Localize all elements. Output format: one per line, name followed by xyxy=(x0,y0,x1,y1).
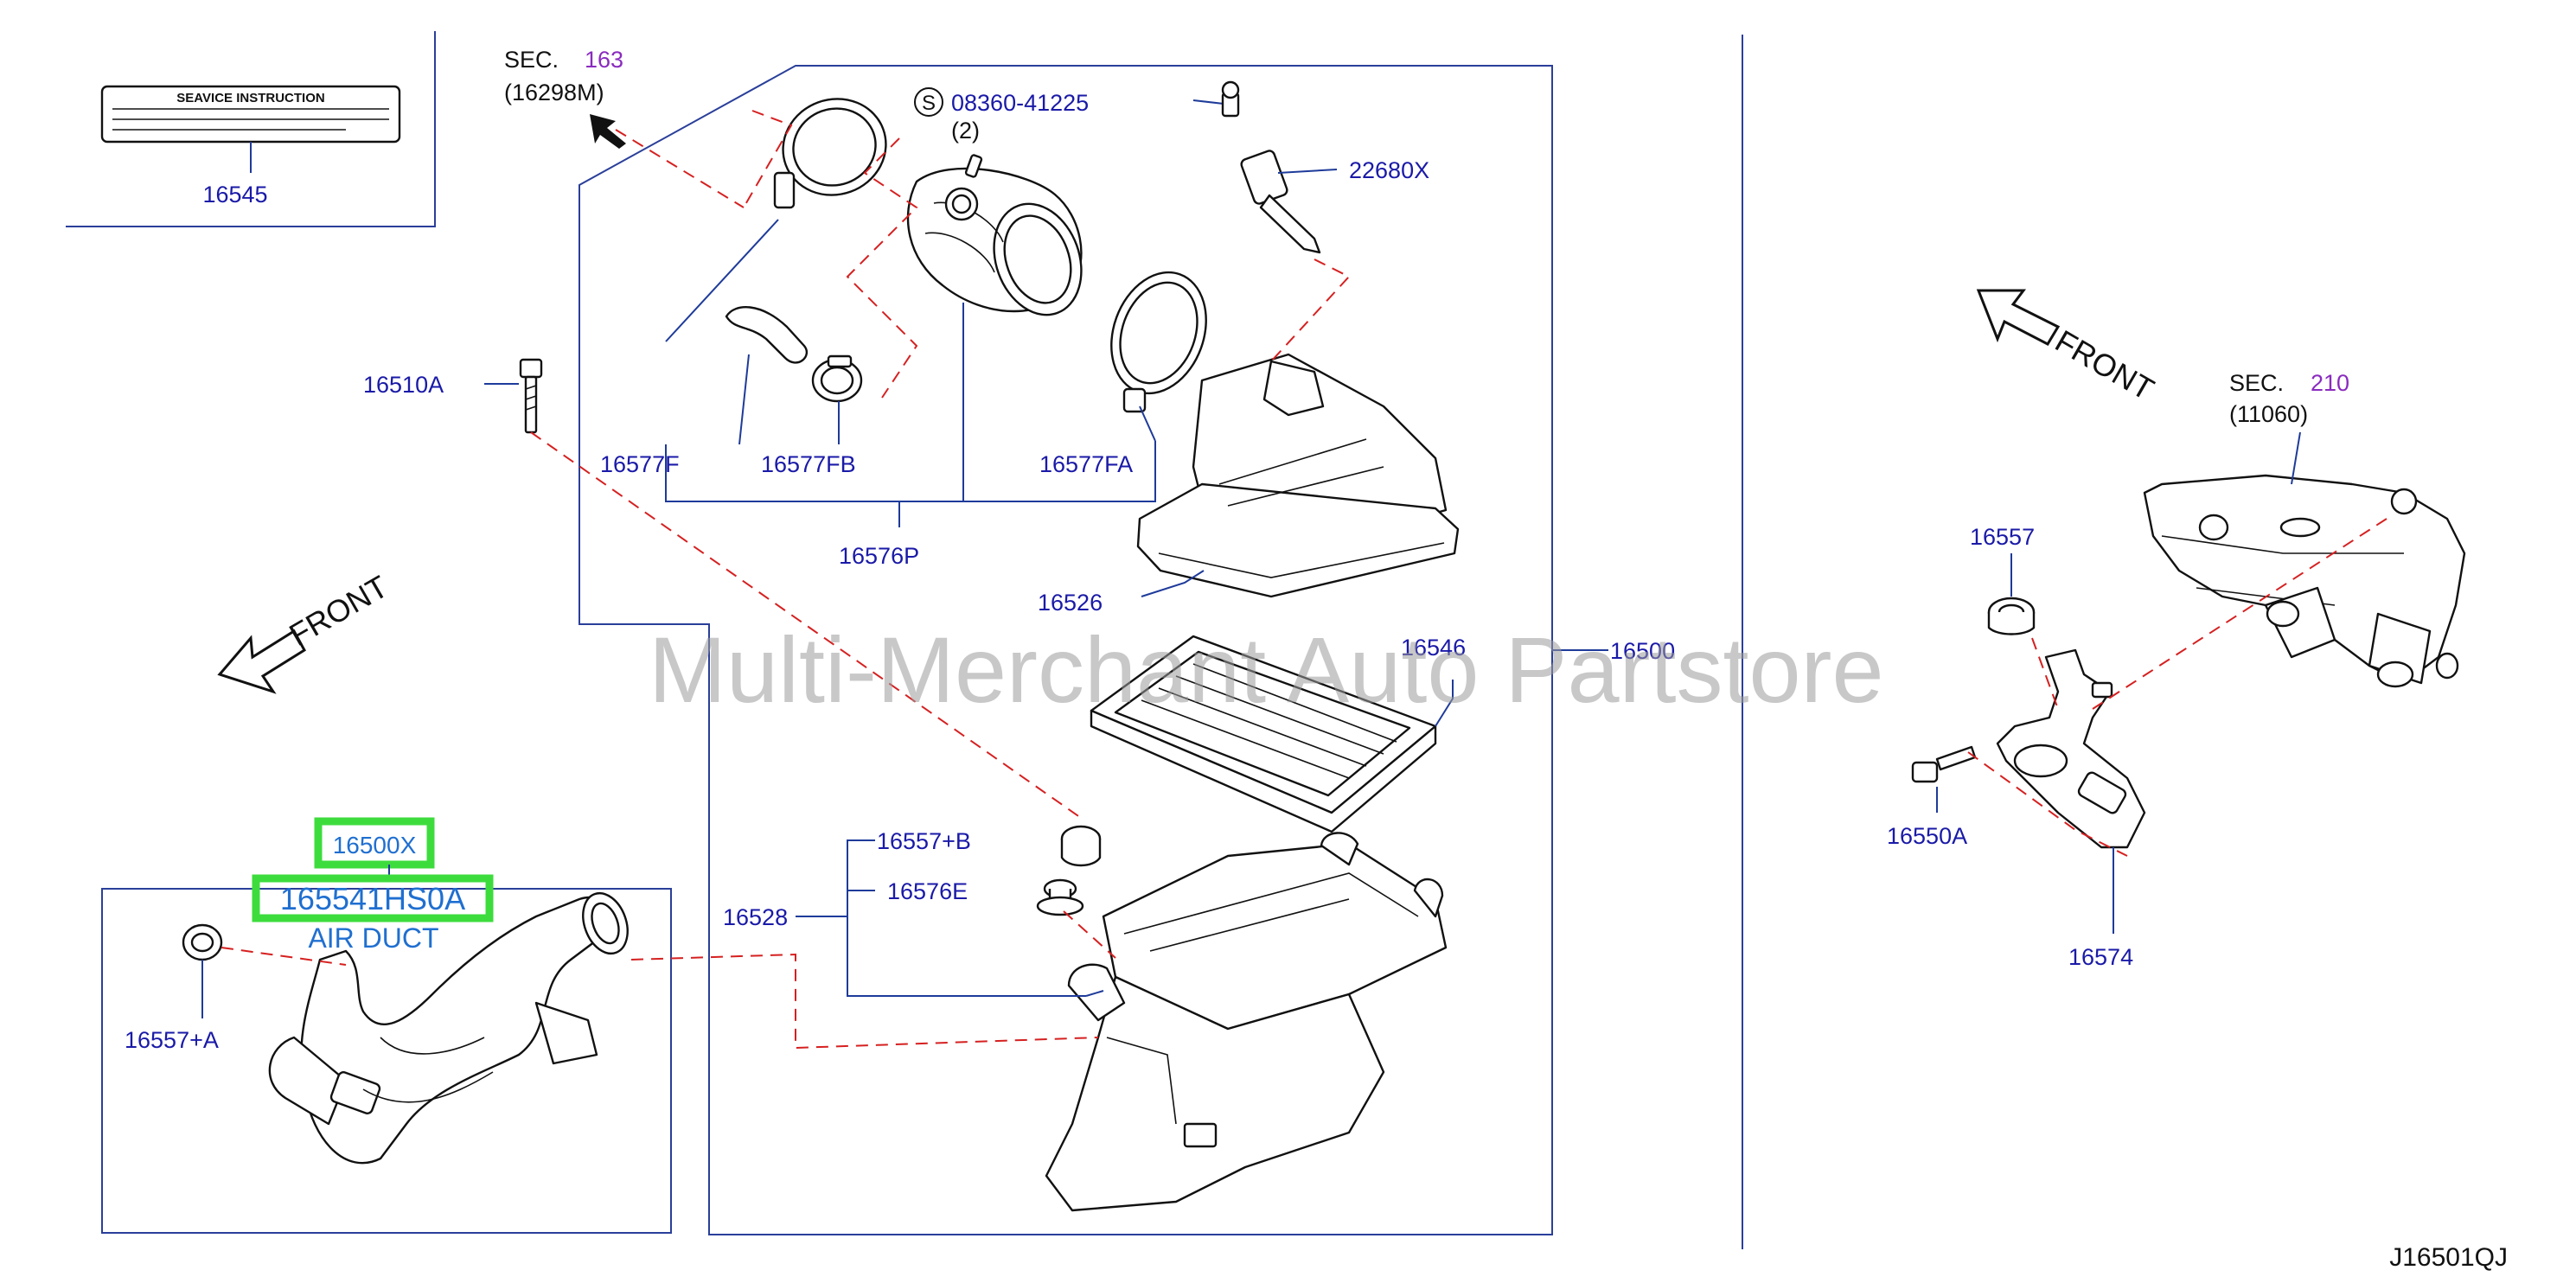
highlight-box-165541hs0a[interactable] xyxy=(252,874,494,922)
front-indicator-right: FRONT xyxy=(1976,289,2160,407)
s-circle-icon xyxy=(914,87,943,117)
bracket-16574 xyxy=(1996,648,2146,849)
sec163-prefix: SEC. xyxy=(504,47,559,73)
bolt-callout: S 08360-41225 (2) xyxy=(914,87,1224,144)
front-indicator-left: FRONT xyxy=(217,568,394,694)
bolt-16510a xyxy=(519,358,543,434)
air-cleaner-case xyxy=(1036,825,1448,1212)
label-16557b: 16557+B xyxy=(877,828,971,854)
air-duct-frame xyxy=(101,888,672,1234)
bolt-part-number: 08360-41225 xyxy=(951,90,1089,116)
sec210-prefix: SEC. xyxy=(2229,370,2284,396)
sec163-number: 163 xyxy=(585,47,623,73)
sec163-ref: (16298M) xyxy=(504,80,604,105)
highlight-box-16500x[interactable] xyxy=(314,817,435,869)
label-16576e: 16576E xyxy=(887,878,968,904)
sec210-ref: (11060) xyxy=(2229,401,2308,427)
label-16545: 16545 xyxy=(202,182,267,207)
front-label-left: FRONT xyxy=(284,568,394,653)
service-instruction-text: SEAVICE INSTRUCTION xyxy=(176,91,324,105)
bracket-assembly xyxy=(1911,474,2466,849)
diagram-id: J16501QJ xyxy=(2389,1243,2508,1272)
sec163-arrow-icon xyxy=(590,114,626,149)
bolt-16550a xyxy=(1911,761,1939,783)
dashed-leader-lines xyxy=(221,110,2387,1050)
label-16577f: 16577F xyxy=(600,451,680,477)
label-16574: 16574 xyxy=(2068,944,2133,970)
part-leader-lines xyxy=(201,169,2301,1018)
diagram-frames xyxy=(66,31,1743,1249)
air-filter-element xyxy=(1090,635,1437,833)
air-cleaner-frame xyxy=(578,65,1553,1235)
front-label-right: FRONT xyxy=(2049,322,2160,407)
air-duct-part xyxy=(182,891,629,1165)
label-16550a: 16550A xyxy=(1887,823,1967,849)
label-16510a: 16510A xyxy=(363,372,444,398)
front-arrow-right-icon xyxy=(1976,289,2061,346)
small-hose-16577fb xyxy=(725,306,808,364)
air-cleaner-cover xyxy=(1136,353,1460,598)
sec210-number: 210 xyxy=(2311,370,2349,396)
watermark-text: Multi-Merchant Auto Partstore xyxy=(649,617,1884,722)
label-16557: 16557 xyxy=(1970,524,2035,550)
service-instruction-frame xyxy=(66,31,436,227)
service-instruction-part: SEAVICE INSTRUCTION 16545 xyxy=(100,85,401,207)
bolt-qty: (2) xyxy=(951,118,980,144)
highlight-caption-air-duct: AIR DUCT xyxy=(308,922,438,954)
label-16546: 16546 xyxy=(1401,635,1466,661)
label-16577fb: 16577FB xyxy=(761,451,856,477)
front-arrow-left-icon xyxy=(217,629,306,694)
highlight-165541hs0a-text: 165541HS0A xyxy=(280,881,465,916)
highlight-16500x-text: 16500X xyxy=(333,832,417,859)
section-210-reference: SEC. 210 (11060) xyxy=(2229,370,2349,427)
label-22680x: 22680X xyxy=(1349,157,1429,183)
part-number-labels: 22680X 16510A 16577F 16577FB 16577FA 165… xyxy=(125,157,2133,1053)
label-16528: 16528 xyxy=(723,904,788,930)
label-16526: 16526 xyxy=(1038,590,1103,616)
airflow-sensor-22680x xyxy=(1240,150,1288,205)
highlighted-callouts[interactable]: 16500X 165541HS0A AIR DUCT xyxy=(252,817,494,954)
bolt-symbol: S xyxy=(922,92,936,115)
label-16576p: 16576P xyxy=(839,543,919,569)
section-163-reference: SEC. 163 (16298M) xyxy=(504,47,626,149)
intake-hose-parts xyxy=(725,80,1321,413)
label-16557a: 16557+A xyxy=(125,1027,219,1053)
label-16577fa: 16577FA xyxy=(1039,451,1133,477)
label-16500: 16500 xyxy=(1610,638,1675,664)
